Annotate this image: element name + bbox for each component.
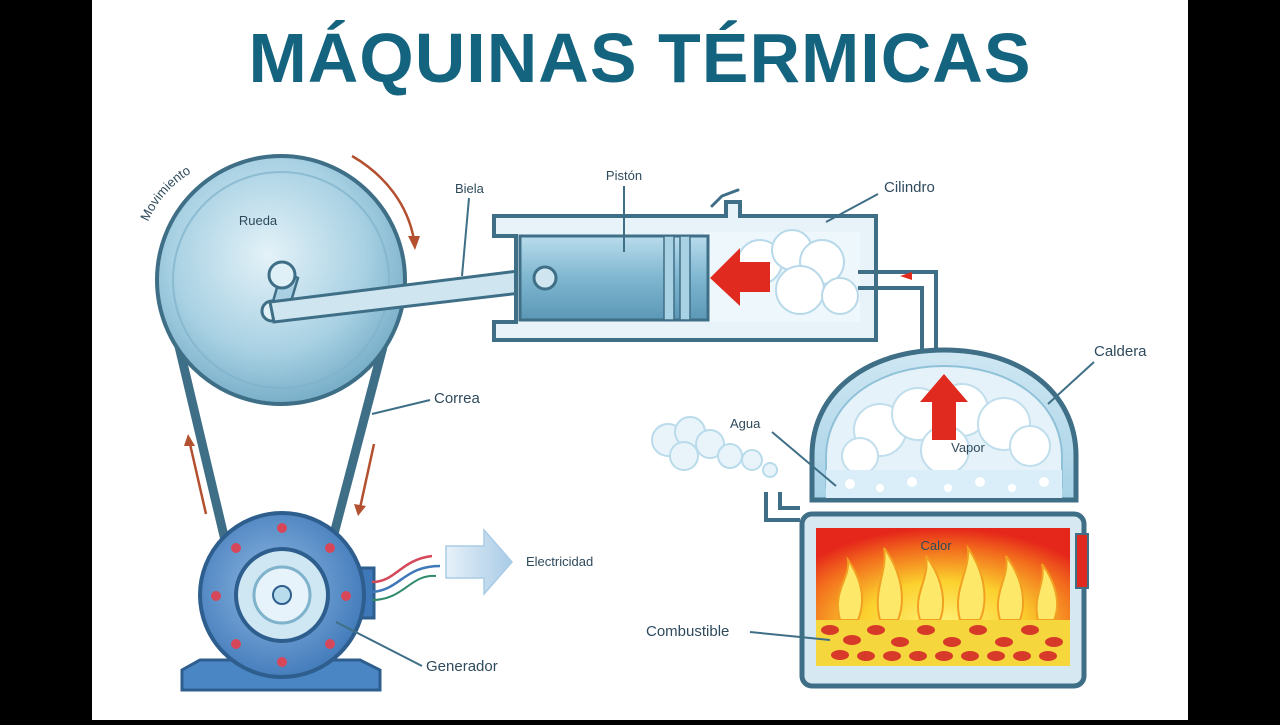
leader-biela xyxy=(461,197,470,277)
label-agua: Agua xyxy=(730,416,761,431)
wire-blue xyxy=(371,564,441,594)
firebox-door xyxy=(1075,533,1089,589)
generator-shaft xyxy=(272,585,292,605)
label-electricidad: Electricidad xyxy=(526,554,593,569)
leader-generador xyxy=(335,621,423,667)
rotation-arrow xyxy=(351,154,416,241)
piston-pin xyxy=(532,265,558,291)
cylinder-assembly: Pistón Cilindro xyxy=(492,168,935,342)
steam-flow-arrow xyxy=(900,272,912,280)
label-calor: Calor xyxy=(920,538,952,553)
label-rueda: Rueda xyxy=(239,213,278,228)
electricity-arrow xyxy=(445,528,513,596)
steam-pipe xyxy=(858,270,938,362)
chamber-steam xyxy=(737,229,859,315)
leader-agua xyxy=(771,431,837,487)
flames xyxy=(837,544,1059,621)
label-combustible: Combustible xyxy=(646,623,729,640)
rotation-arrow-head xyxy=(408,236,420,250)
water-bubbles xyxy=(845,477,1049,492)
belt-motion-arrows xyxy=(184,434,376,516)
coals xyxy=(821,625,1063,661)
label-generador: Generador xyxy=(426,658,498,675)
leader-combustible xyxy=(749,631,831,641)
wheel-axle xyxy=(267,260,297,290)
generator-bolts xyxy=(211,523,351,667)
leader-caldera xyxy=(1047,361,1095,405)
label-vapor: Vapor xyxy=(951,440,985,455)
label-correa: Correa xyxy=(434,390,481,407)
label-biela: Biela xyxy=(455,181,485,196)
wheel-rim xyxy=(172,171,390,389)
label-caldera: Caldera xyxy=(1094,343,1147,360)
leader-cilindro xyxy=(825,193,879,223)
label-piston: Pistón xyxy=(606,168,642,183)
valve-lever xyxy=(710,188,740,208)
piston-ring xyxy=(663,235,675,321)
page-title: MÁQUINAS TÉRMICAS xyxy=(248,19,1032,97)
exhaust-steam xyxy=(651,416,778,478)
boiler-water xyxy=(826,470,1062,498)
label-cilindro: Cilindro xyxy=(884,179,935,196)
piston-ring xyxy=(679,235,691,321)
wire-red xyxy=(371,554,433,584)
piston-push-arrow xyxy=(710,248,770,306)
leader-correa xyxy=(371,399,431,415)
boiler-assembly: Vapor xyxy=(646,343,1147,689)
steam-rise-arrow xyxy=(920,374,968,440)
generator-assembly: Electricidad Generador xyxy=(180,511,593,692)
water-inlet-pipe xyxy=(764,492,800,522)
wire-green xyxy=(371,574,437,601)
